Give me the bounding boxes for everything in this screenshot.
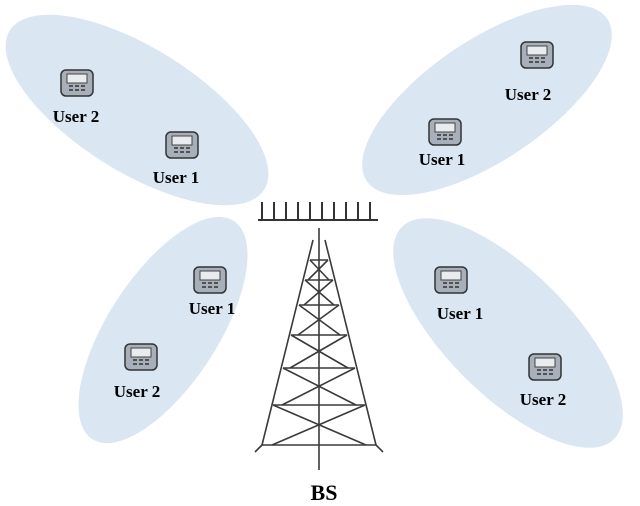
user-label: User 1 [418, 150, 466, 169]
beam-upper-right [362, 4, 612, 196]
beam-lower-right [393, 218, 623, 448]
user-label: User 1 [152, 168, 200, 187]
phone-icon [60, 69, 94, 97]
user-label: User 1 [436, 304, 484, 323]
tower [254, 228, 384, 470]
beam-lower-left [78, 216, 248, 444]
user-label: User 2 [113, 382, 161, 401]
phone-icon [528, 353, 562, 381]
user-label: User 2 [52, 107, 100, 126]
phone-icon [520, 41, 554, 69]
user-label: User 2 [519, 390, 567, 409]
antenna-array [258, 202, 378, 221]
user-label: User 1 [188, 299, 236, 318]
phone-icon [434, 266, 468, 294]
phone-icon [124, 343, 158, 371]
beam-upper-left [5, 14, 269, 206]
base-station-label: BS [310, 480, 338, 505]
user-label: User 2 [504, 85, 552, 104]
phone-icon [165, 131, 199, 159]
phone-icon [428, 118, 462, 146]
beams [5, 4, 623, 448]
phone-icon [193, 266, 227, 294]
